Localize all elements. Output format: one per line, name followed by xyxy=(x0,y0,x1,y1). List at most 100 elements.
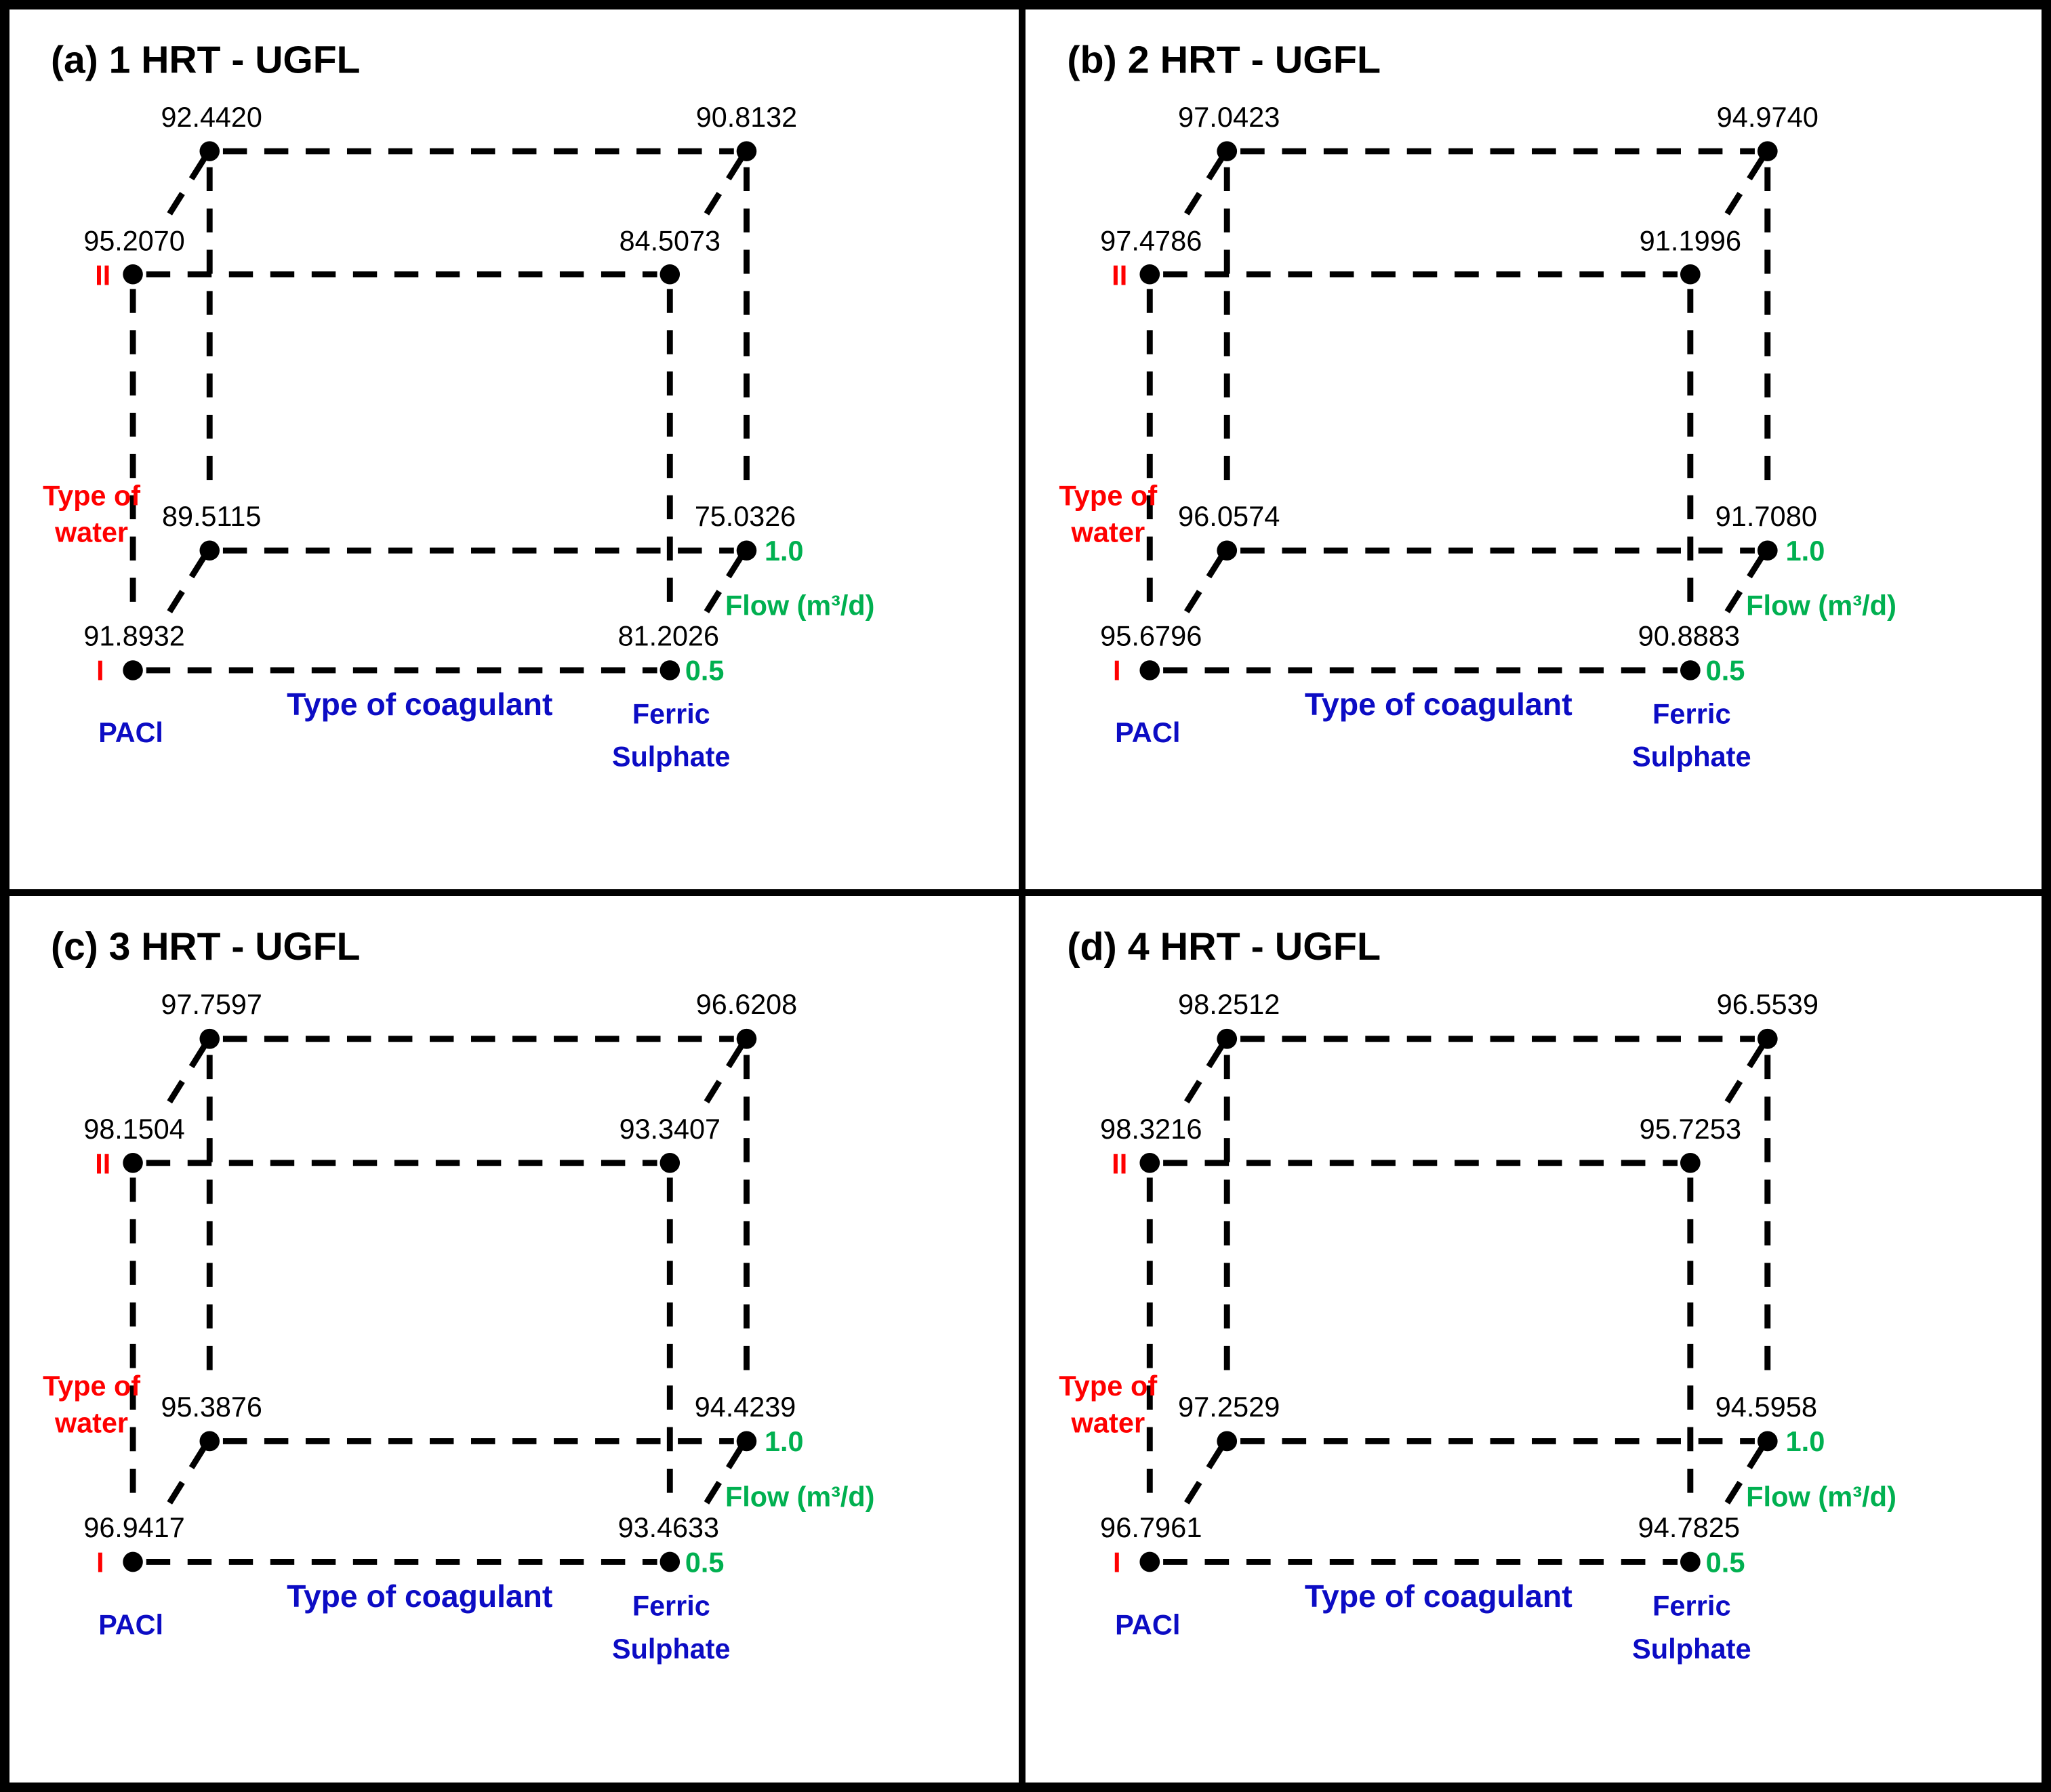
value-back-top-right: 90.8132 xyxy=(696,102,797,133)
value-front-top-right: 84.5073 xyxy=(620,225,720,256)
dot-back-top-right xyxy=(736,1028,757,1049)
panel-title: (d) 4 HRT - UGFL xyxy=(1067,925,1381,969)
cube-corner-dots xyxy=(123,1028,757,1572)
coagulant-level-low-label: PACl xyxy=(1115,1608,1180,1640)
corner-value-labels: 98.2512 96.5539 98.3216 95.7253 97.2529 … xyxy=(1100,988,1819,1543)
dot-front-bottom-left xyxy=(1139,1551,1160,1572)
flow-axis-labels: Flow (m³/d) 1.0 0.5 xyxy=(685,535,874,687)
water-axis-label-line1: Type of xyxy=(43,1370,140,1402)
dot-front-bottom-left xyxy=(123,660,143,680)
corner-value-labels: 92.4420 90.8132 95.2070 84.5073 89.5115 … xyxy=(83,102,797,652)
flow-level-high-label: 1.0 xyxy=(1786,535,1825,567)
water-level-low-label: I xyxy=(1113,1546,1121,1578)
value-front-top-right: 95.7253 xyxy=(1640,1113,1741,1145)
water-axis-label-line2: water xyxy=(1071,517,1145,548)
coagulant-axis-label: Type of coagulant xyxy=(1305,687,1572,722)
water-level-high-label: II xyxy=(95,1148,110,1180)
water-level-high-label: II xyxy=(1112,1148,1127,1180)
dot-front-bottom-right xyxy=(659,1551,681,1572)
edge-depth-bottom-left xyxy=(1184,554,1225,613)
flow-level-high-label: 1.0 xyxy=(1786,1425,1825,1457)
edge-depth-top-right xyxy=(704,157,744,216)
flow-level-low-label: 0.5 xyxy=(685,1546,724,1578)
panel-title: (b) 2 HRT - UGFL xyxy=(1067,39,1381,82)
dot-back-top-right xyxy=(736,141,757,161)
dot-front-top-left xyxy=(1139,1152,1160,1173)
coagulant-level-high-label-line2: Sulphate xyxy=(612,741,730,772)
cube-plot: (c) 3 HRT - UGFL 97.7597 96.6208 98.1504… xyxy=(43,925,874,1665)
dot-back-bottom-left xyxy=(199,540,220,561)
cube-plot: (d) 4 HRT - UGFL 98.2512 96.5539 98.3216… xyxy=(1059,925,1896,1665)
flow-axis-label: Flow (m³/d) xyxy=(1746,1480,1896,1512)
panel-b: (b) 2 HRT - UGFL 97.0423 94.9740 97.4786… xyxy=(1026,9,2042,896)
value-back-top-left: 92.4420 xyxy=(161,102,262,133)
dot-front-top-left xyxy=(123,264,143,285)
dot-back-bottom-right xyxy=(1757,540,1778,561)
edge-depth-bottom-right xyxy=(1724,554,1765,613)
flow-level-low-label: 0.5 xyxy=(1706,1546,1745,1578)
dot-back-bottom-right xyxy=(736,1431,757,1452)
water-axis-label-line2: water xyxy=(1071,1407,1145,1439)
cube-plot: (a) 1 HRT - UGFL 92.4420 90.8132 95.2070… xyxy=(43,38,874,773)
dot-front-top-left xyxy=(1139,264,1160,285)
dot-back-top-left xyxy=(199,1028,220,1049)
value-back-bottom-right: 94.5958 xyxy=(1715,1391,1817,1423)
value-front-bottom-left: 95.6796 xyxy=(1100,621,1202,652)
value-back-bottom-left: 89.5115 xyxy=(162,501,261,532)
dot-back-bottom-left xyxy=(199,1431,220,1452)
dot-front-top-right xyxy=(659,264,681,285)
dot-front-top-right xyxy=(1680,1152,1701,1173)
dot-back-bottom-left xyxy=(1217,1431,1238,1452)
value-front-top-left: 97.4786 xyxy=(1100,226,1202,257)
flow-axis-label: Flow (m³/d) xyxy=(1746,590,1896,622)
coagulant-level-low-label: PACl xyxy=(1115,717,1180,748)
coagulant-axis-labels: Type of coagulant PACl Ferric Sulphate xyxy=(1115,687,1751,772)
dot-back-top-left xyxy=(199,141,220,161)
water-level-low-label: I xyxy=(96,655,104,687)
flow-axis-label: Flow (m³/d) xyxy=(725,590,874,622)
edge-depth-top-left xyxy=(167,1044,207,1104)
coagulant-level-high-label-line2: Sulphate xyxy=(612,1633,731,1665)
coagulant-axis-labels: Type of coagulant PACl Ferric Sulphate xyxy=(98,687,730,773)
value-back-bottom-left: 97.2529 xyxy=(1178,1391,1280,1423)
corner-value-labels: 97.0423 94.9740 97.4786 91.1996 96.0574 … xyxy=(1100,102,1819,652)
water-axis-label-line1: Type of xyxy=(43,481,140,512)
value-front-top-left: 98.3216 xyxy=(1100,1113,1202,1145)
coagulant-axis-labels: Type of coagulant PACl Ferric Sulphate xyxy=(1115,1579,1751,1665)
value-back-top-left: 97.0423 xyxy=(1178,102,1280,133)
edge-depth-bottom-right xyxy=(1724,1445,1765,1505)
coagulant-level-low-label: PACl xyxy=(98,717,163,748)
water-axis-labels: Type of water II I xyxy=(43,1148,140,1579)
coagulant-axis-label: Type of coagulant xyxy=(287,687,552,722)
coagulant-level-high-label-line1: Ferric xyxy=(1652,1590,1731,1622)
edge-depth-top-right xyxy=(1724,157,1765,216)
value-back-top-right: 96.6208 xyxy=(696,988,797,1020)
value-back-bottom-right: 94.4239 xyxy=(695,1391,796,1423)
dot-front-top-left xyxy=(123,1152,143,1173)
water-axis-label-line1: Type of xyxy=(1059,481,1157,512)
dot-front-bottom-left xyxy=(1139,660,1160,680)
panel-title: (c) 3 HRT - UGFL xyxy=(51,925,361,969)
cube-plot: (b) 2 HRT - UGFL 97.0423 94.9740 97.4786… xyxy=(1059,39,1896,773)
dot-front-top-right xyxy=(659,1152,681,1173)
water-axis-label-line2: water xyxy=(54,1406,128,1438)
edge-depth-top-left xyxy=(167,157,207,216)
water-axis-label-line1: Type of xyxy=(1059,1370,1157,1402)
panel-title: (a) 1 HRT - UGFL xyxy=(51,38,361,81)
coagulant-axis-label: Type of coagulant xyxy=(1305,1579,1572,1614)
dot-back-top-right xyxy=(1757,141,1778,161)
coagulant-axis-label: Type of coagulant xyxy=(287,1579,552,1614)
coagulant-level-low-label: PACl xyxy=(98,1608,163,1640)
dot-front-bottom-right xyxy=(659,660,681,680)
water-axis-label-line2: water xyxy=(54,517,128,548)
water-level-low-label: I xyxy=(1113,655,1121,687)
edge-depth-top-left xyxy=(1184,1044,1225,1104)
value-back-bottom-right: 91.7080 xyxy=(1715,501,1817,532)
cube-corner-dots xyxy=(1139,141,1778,680)
coagulant-level-high-label-line2: Sulphate xyxy=(1632,1633,1751,1665)
value-front-top-left: 98.1504 xyxy=(83,1113,184,1145)
value-back-top-right: 96.5539 xyxy=(1717,988,1819,1020)
coagulant-level-high-label-line1: Ferric xyxy=(632,1590,710,1622)
edge-depth-top-right xyxy=(1724,1044,1765,1104)
